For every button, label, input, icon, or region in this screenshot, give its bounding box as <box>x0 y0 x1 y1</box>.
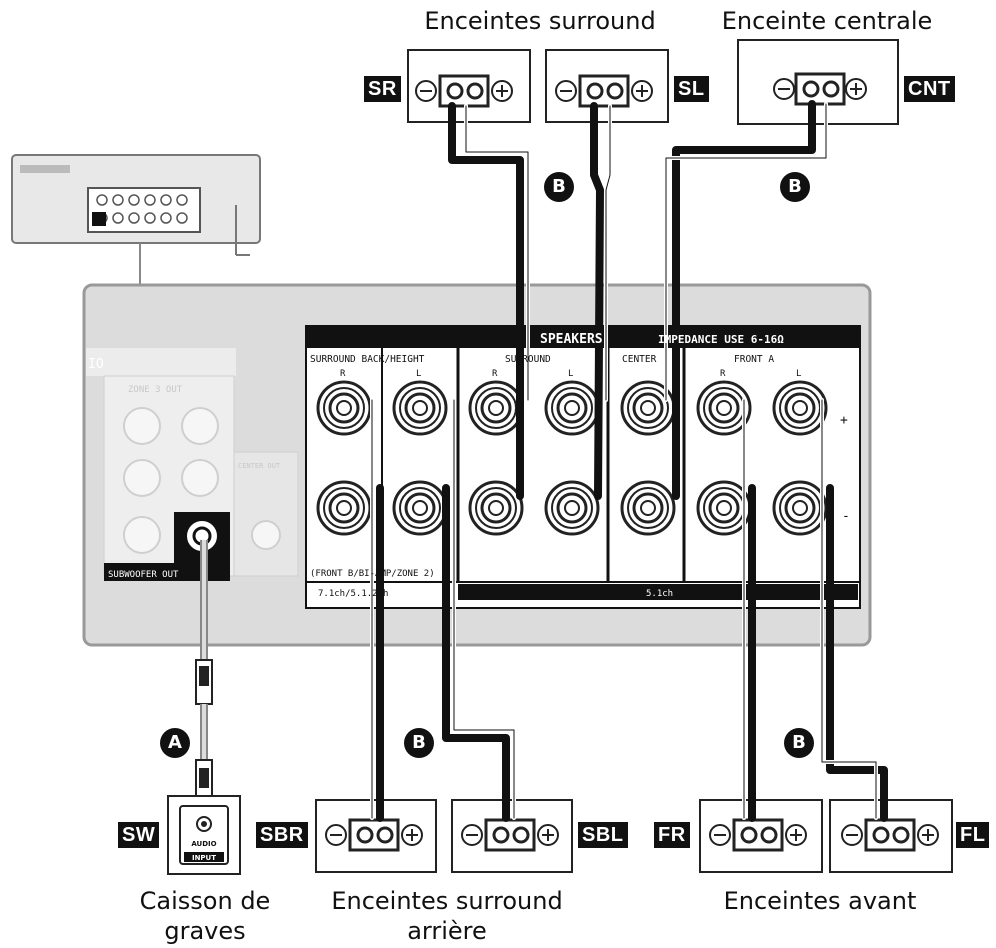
speaker-box-sbl <box>451 799 573 873</box>
tag-fl: FL <box>956 822 990 848</box>
caption-surround-back-1: Enceintes surround <box>331 887 563 915</box>
subwoofer-cable <box>195 540 213 797</box>
front-a-label: FRONT A <box>734 354 774 365</box>
tag-fr: FR <box>654 822 690 848</box>
terminal-post-10 <box>696 380 752 436</box>
front-b-label: (FRONT B/BI-AMP/ZONE 2) <box>310 569 435 579</box>
terminal-post-12 <box>772 380 828 436</box>
sub-audio-label: AUDIO <box>191 840 216 848</box>
sbh-r-label: R <box>340 369 346 379</box>
panel-labels: SPEAKERS IMPEDANCE USE 6-16Ω SURROUND BA… <box>88 332 850 599</box>
cable-badge-b-3: B <box>404 728 434 758</box>
front-l-label: L <box>796 369 801 379</box>
sbh-l-label: L <box>416 369 421 379</box>
cable-badge-a: A <box>160 728 190 758</box>
caption-front: Enceintes avant <box>723 887 917 915</box>
caption-subwoofer-1: Caisson de <box>139 887 271 915</box>
speaker-box-sl <box>545 49 669 123</box>
caption-surround-back-2: arrière <box>407 917 487 945</box>
surround-back-height-label: SURROUND BACK/HEIGHT <box>310 354 425 365</box>
zone3-label: ZONE 3 OUT <box>128 385 183 395</box>
caption-surround: Enceintes surround <box>424 7 656 35</box>
tag-sl: SL <box>674 76 709 102</box>
speaker-box-fr <box>699 799 823 873</box>
caption-subwoofer-2: graves <box>164 917 246 945</box>
front-r-label: R <box>720 369 726 379</box>
terminal-post-1 <box>316 480 372 536</box>
subwoofer-box: AUDIO INPUT <box>167 795 241 875</box>
terminal-post-5 <box>468 480 524 536</box>
tag-sr: SR <box>364 76 401 102</box>
terminal-post-9 <box>620 480 676 536</box>
subwoofer-out-label: SUBWOOFER OUT <box>108 570 179 580</box>
terminal-post-11 <box>696 480 752 536</box>
minus-label: - <box>842 509 850 524</box>
speakers-header: SPEAKERS <box>540 332 603 347</box>
cable-badge-b-1: B <box>544 172 574 202</box>
terminal-post-6 <box>544 380 600 436</box>
rear-panel <box>82 283 872 647</box>
sur-r-label: R <box>492 369 498 379</box>
speaker-terminals <box>316 380 828 536</box>
caption-center: Enceinte centrale <box>721 7 933 35</box>
center-label: CENTER <box>622 354 657 365</box>
tag-cnt: CNT <box>904 76 955 102</box>
speaker-cables <box>370 100 888 822</box>
cable-badge-b-4: B <box>784 728 814 758</box>
tag-sbl: SBL <box>578 822 628 848</box>
speaker-box-cnt <box>737 39 899 125</box>
center-out-label: CENTER OUT <box>238 462 281 470</box>
surround-label: SURROUND <box>505 354 551 365</box>
sur-l-label: L <box>568 369 573 379</box>
ch51-label: 5.1ch <box>646 589 673 599</box>
terminal-post-2 <box>392 380 448 436</box>
ch712-label: 7.1ch/5.1.2ch <box>318 589 388 599</box>
sub-input-label: INPUT <box>192 854 216 862</box>
terminal-post-4 <box>468 380 524 436</box>
tag-sbr: SBR <box>256 822 308 848</box>
plus-label: + <box>840 413 848 428</box>
speaker-box-fl <box>829 799 953 873</box>
speaker-box-sr <box>407 49 531 123</box>
terminal-post-13 <box>772 480 828 536</box>
receiver-thumbnail <box>11 154 261 285</box>
cable-badge-b-2: B <box>780 172 810 202</box>
tag-sw: SW <box>118 822 160 848</box>
left-tab-label: IO <box>88 357 104 372</box>
terminal-post-8 <box>620 380 676 436</box>
terminal-post-3 <box>392 480 448 536</box>
terminal-post-0 <box>316 380 372 436</box>
terminal-post-7 <box>544 480 600 536</box>
impedance-label: IMPEDANCE USE 6-16Ω <box>658 333 784 346</box>
